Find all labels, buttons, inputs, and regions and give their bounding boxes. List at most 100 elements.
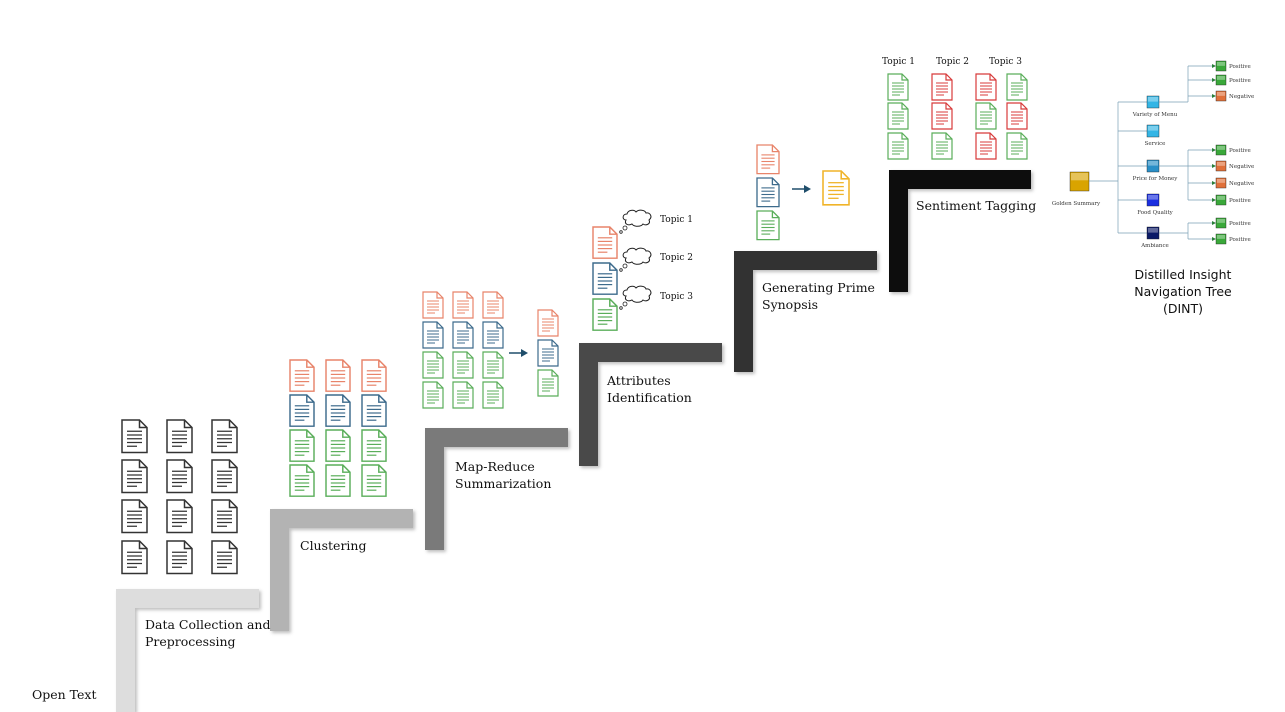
attribute-node — [1146, 226, 1160, 240]
sentiment-topic-header: Topic 3 — [989, 57, 1022, 67]
attribute-node — [1146, 95, 1160, 109]
document-icon — [452, 321, 474, 349]
document-icon — [756, 210, 780, 241]
arrow-icon — [509, 349, 528, 357]
document-icon — [1006, 102, 1028, 130]
document-icon — [975, 102, 997, 130]
document-icon — [482, 381, 504, 409]
stage-label-map-reduce: Map-Reduce Summarization — [455, 459, 552, 491]
document-icon — [1006, 73, 1028, 101]
document-icon — [422, 381, 444, 409]
document-icon — [537, 369, 559, 397]
sentiment-node — [1215, 233, 1227, 245]
staircase-steps — [116, 170, 1031, 712]
attribute-label: Service — [1145, 141, 1166, 147]
document-icon — [482, 321, 504, 349]
document-icon — [325, 429, 351, 462]
document-icon — [975, 73, 997, 101]
document-icon — [592, 226, 618, 259]
document-icon — [325, 359, 351, 392]
sentiment-node — [1215, 90, 1227, 102]
sentiment-node — [1215, 144, 1227, 156]
document-icon — [166, 540, 193, 575]
document-icon — [537, 339, 559, 367]
sentiment-label: Negative — [1229, 164, 1254, 170]
attribute-topic-label: Topic 3 — [660, 292, 693, 302]
attribute-label: Variety of Menu — [1132, 112, 1178, 118]
stage-label-attributes: Attributes Identification — [607, 373, 692, 405]
document-icon — [482, 291, 504, 319]
document-icon — [211, 419, 238, 454]
attribute-label: Food Quality — [1137, 210, 1173, 216]
step-block — [579, 343, 722, 466]
document-icon — [931, 73, 953, 101]
attribute-node — [1146, 159, 1160, 173]
document-icon — [361, 359, 387, 392]
sentiment-label: Negative — [1229, 181, 1254, 187]
stage-label-open-text: Open Text — [32, 687, 97, 702]
document-icon — [975, 132, 997, 160]
document-icon — [887, 102, 909, 130]
document-icon — [211, 540, 238, 575]
sentiment-node — [1215, 177, 1227, 189]
step-block — [734, 251, 877, 372]
thought-cloud-icon — [619, 247, 652, 272]
sentiment-topic-header: Topic 1 — [882, 57, 915, 67]
sentiment-topic-header: Topic 2 — [936, 57, 969, 67]
stage-label-sentiment-tagging: Sentiment Tagging — [916, 198, 1037, 213]
attribute-node — [1146, 124, 1160, 138]
thought-cloud-icons — [619, 209, 652, 310]
sentiment-label: Positive — [1229, 221, 1251, 227]
document-icon — [422, 321, 444, 349]
document-icon — [166, 459, 193, 494]
sentiment-label: Positive — [1229, 237, 1251, 243]
sentiment-node — [1215, 60, 1227, 72]
document-icon — [361, 394, 387, 427]
document-icon — [361, 464, 387, 497]
arrow-icon — [792, 185, 811, 193]
document-icon — [592, 262, 618, 295]
document-icon — [121, 419, 148, 454]
attribute-topic-label: Topic 1 — [660, 215, 693, 225]
document-icons — [121, 73, 1028, 575]
document-icon — [422, 351, 444, 379]
document-icon — [537, 309, 559, 337]
document-icon — [325, 394, 351, 427]
sentiment-label: Negative — [1229, 94, 1254, 100]
document-icon — [452, 351, 474, 379]
document-icon — [121, 540, 148, 575]
step-block — [116, 589, 259, 712]
golden-summary-node — [1069, 171, 1090, 192]
step-block — [889, 170, 1031, 292]
attribute-label: Price for Money — [1133, 176, 1179, 182]
document-icon — [289, 429, 315, 462]
document-icon — [452, 381, 474, 409]
sentiment-label: Positive — [1229, 148, 1251, 154]
sentiment-node — [1215, 74, 1227, 86]
sentiment-label: Positive — [1229, 78, 1251, 84]
document-icon — [289, 394, 315, 427]
stage-label-dint: Distilled Insight Navigation Tree (DINT) — [1134, 267, 1232, 316]
stage-label-clustering: Clustering — [300, 538, 367, 553]
thought-cloud-icon — [619, 285, 652, 310]
document-icon — [887, 73, 909, 101]
document-icon — [211, 459, 238, 494]
document-icon — [211, 499, 238, 534]
sentiment-node — [1215, 194, 1227, 206]
stage-label-prime-synopsis: Generating Prime Synopsis — [762, 280, 875, 312]
document-icon — [931, 132, 953, 160]
golden-summary-label: Golden Summary — [1052, 201, 1101, 207]
sentiment-label: Positive — [1229, 64, 1251, 70]
document-icon — [361, 429, 387, 462]
document-icon — [166, 499, 193, 534]
document-icon — [822, 170, 850, 206]
attribute-topic-label: Topic 2 — [660, 253, 693, 263]
document-icon — [931, 102, 953, 130]
document-icon — [482, 351, 504, 379]
document-icon — [289, 359, 315, 392]
attribute-label: Ambiance — [1140, 243, 1169, 249]
step-block — [270, 509, 413, 631]
document-icon — [756, 144, 780, 175]
